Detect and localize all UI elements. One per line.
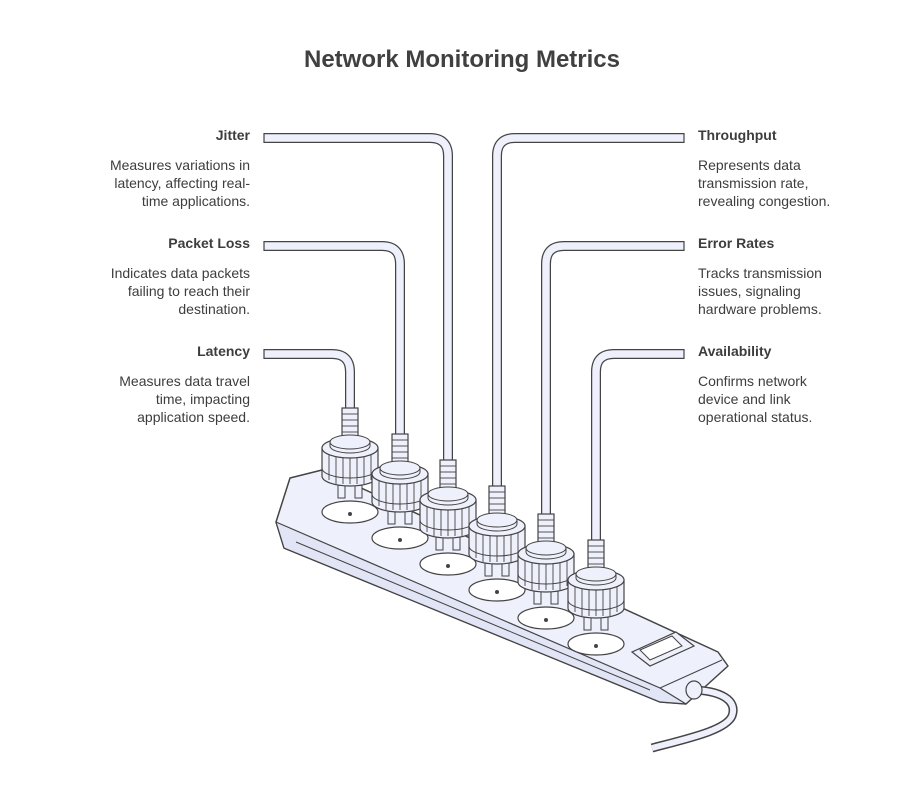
cable-outline [264,241,405,434]
metric-label-jitter: Jitter [215,127,250,143]
plug-collar-top [476,512,518,528]
desc-line: Confirms network [698,373,807,389]
desc-line: issues, signaling [698,283,801,299]
plug-group [321,407,625,631]
metric-label-packet-loss: Packet Loss [168,235,250,251]
plug-icon [567,539,625,631]
metric-desc-error-rates: Tracks transmission issues, signaling ha… [698,264,822,318]
metric-desc-latency: Measures data travel time, impacting app… [119,372,250,426]
metric-label-availability: Availability [698,343,772,359]
metric-desc-packet-loss: Indicates data packets failing to reach … [111,264,250,318]
metric-label-throughput: Throughput [698,127,777,143]
desc-line: latency, affecting real- [114,175,250,191]
plug-icon [321,407,379,499]
cable-outline [492,133,684,486]
plug-icon [517,513,575,605]
desc-line: operational status. [698,409,813,425]
desc-line: Represents data [698,157,801,173]
desc-line: transmission rate, [698,175,809,191]
metric-desc-availability: Confirms network device and link operati… [698,372,812,426]
plug-collar-top [379,460,421,476]
outlet-hole [348,512,352,516]
cable-outline [264,349,355,408]
power-strip-icon [275,469,738,753]
strip-side [275,521,687,705]
plug-collar-top [575,566,617,582]
page-title: Network Monitoring Metrics [303,46,621,73]
desc-line: hardware problems. [698,301,822,317]
plug-icon [419,459,477,551]
desc-line: Tracks transmission [698,265,822,281]
metric-label-error-rates: Error Rates [698,235,775,251]
cable [493,134,684,486]
outlet-hole [544,618,548,622]
desc-line: Indicates data packets [110,265,250,281]
plug-collar-top [329,434,371,450]
cable [264,242,404,434]
outlet-hole [398,538,402,542]
plug-icon [468,485,526,577]
desc-line: application speed. [137,409,250,425]
desc-line: time applications. [141,193,250,209]
strip-edge [295,541,651,691]
desc-line: Measures variations in [109,157,250,173]
power-cord [651,687,737,751]
switch-rocker [639,635,683,661]
cable-group [263,133,685,540]
cable-outline [541,241,684,514]
desc-line: device and link [698,391,791,407]
outlet-hole [594,644,598,648]
cable [592,350,684,540]
cord-grommet [685,680,703,700]
outlet-hole [495,590,499,594]
cable [264,134,452,460]
desc-line: revealing congestion. [698,193,831,209]
metric-label-latency: Latency [197,343,250,359]
plug-collar-top [525,540,567,556]
desc-line: destination. [178,301,250,317]
plug-band [567,599,625,611]
desc-line: time, impacting [155,391,250,407]
plug-collar-top [427,486,469,502]
cable [264,350,354,408]
desc-line: failing to reach their [127,283,250,299]
outlet-hole [446,564,450,568]
metric-desc-throughput: Represents data transmission rate, revea… [698,156,830,210]
cable-outline [591,349,684,540]
cable [542,242,684,514]
metric-desc-jitter: Measures variations in latency, affectin… [110,156,250,210]
desc-line: Measures data travel [119,373,250,389]
strip-edge [659,659,723,689]
